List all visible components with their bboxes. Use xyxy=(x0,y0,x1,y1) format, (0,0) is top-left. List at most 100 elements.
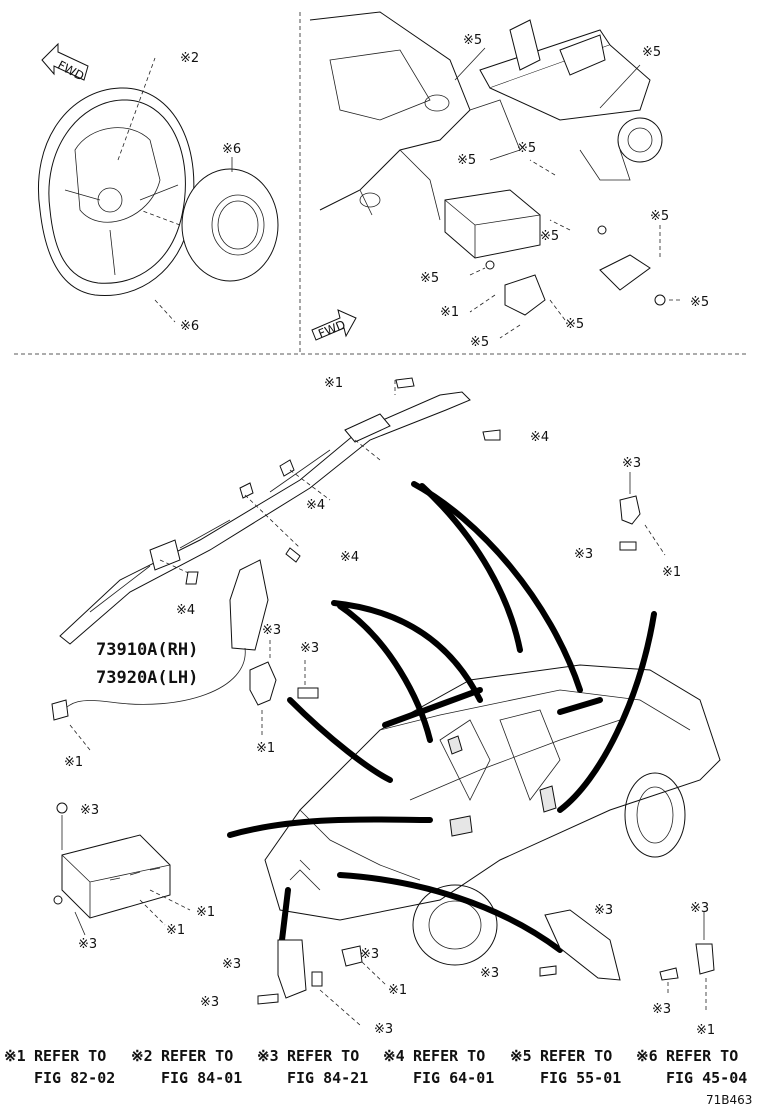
steering-column-mount xyxy=(617,117,663,163)
footer-ref-5: ※5 REFER TO FIG 55-01 xyxy=(510,1047,621,1087)
svg-text:FIG 64-01: FIG 64-01 xyxy=(413,1069,494,1087)
svg-text:FIG 45-04: FIG 45-04 xyxy=(666,1069,747,1087)
label-ref4-d: ※4 xyxy=(176,603,195,618)
svg-text:REFER TO: REFER TO xyxy=(666,1047,738,1065)
steering-spokes xyxy=(64,184,179,276)
side-airbag-module xyxy=(229,559,269,651)
steering-wheel-group: FWD ※2 ※6 ※6 xyxy=(38,42,279,334)
svg-text:FIG 84-01: FIG 84-01 xyxy=(161,1069,242,1087)
label-ref4-c: ※4 xyxy=(340,550,359,565)
footer-ref-6: ※6 REFER TO FIG 45-04 xyxy=(636,1047,747,1087)
center-sensor xyxy=(341,945,363,967)
svg-text:※2: ※2 xyxy=(131,1047,153,1065)
curtain-airbag xyxy=(59,391,471,645)
svg-text:REFER TO: REFER TO xyxy=(161,1047,233,1065)
dashboard-outline xyxy=(309,11,471,211)
passenger-airbag-module xyxy=(444,189,541,259)
steering-wheel-inner-rim xyxy=(48,99,186,284)
footer-ref-4: ※4 REFER TO FIG 64-01 xyxy=(383,1047,494,1087)
label-ref4-a: ※4 xyxy=(530,430,549,445)
fwd-label: FWD xyxy=(55,58,86,84)
steering-wheel-rim xyxy=(38,87,195,297)
airbag-control-unit-group: ※3 ※1 ※1 ※3 xyxy=(53,802,215,952)
sensor-bolt xyxy=(297,687,319,699)
svg-text:※5: ※5 xyxy=(510,1047,532,1065)
footer-ref-3: ※3 REFER TO FIG 84-21 xyxy=(257,1047,368,1087)
label-ref5-a: ※5 xyxy=(463,33,482,48)
bolt-ref4-a xyxy=(482,429,501,441)
side-airbag-connector xyxy=(51,699,69,721)
part-number-lh: 73920A(LH) xyxy=(96,668,198,688)
side-airbag-harness xyxy=(61,647,246,713)
control-unit-nut xyxy=(56,802,68,814)
label-ref3-rs-c: ※3 xyxy=(690,901,709,916)
svg-text:FIG 84-21: FIG 84-21 xyxy=(287,1069,368,1087)
footer-references: ※1 REFER TO FIG 82-02 ※2 REFER TO FIG 84… xyxy=(4,1047,752,1107)
fwd-arrow-topleft: FWD xyxy=(41,42,89,84)
label-ref1-curtain: ※1 xyxy=(324,376,343,391)
label-ref3-acu-a: ※3 xyxy=(80,803,99,818)
label-ref3-cb-b: ※3 xyxy=(360,947,379,962)
bolt-ref4-c xyxy=(185,571,199,585)
label-ref5-i: ※5 xyxy=(690,295,709,310)
label-ref3-cb-c: ※3 xyxy=(200,995,219,1010)
fwd-label-2: FWD xyxy=(316,318,347,341)
thick-leaders xyxy=(227,481,657,953)
front-wheel xyxy=(412,884,498,966)
rear-wheel xyxy=(624,772,686,858)
center-bracket-bolt xyxy=(257,993,279,1005)
label-ref1-top: ※1 xyxy=(440,305,459,320)
rear-sensor-group: ※3 ※3 ※3 ※3 ※1 xyxy=(480,901,715,1038)
svg-text:※3: ※3 xyxy=(257,1047,279,1065)
front-sensor-group: ※3 ※3 ※1 xyxy=(574,456,681,580)
label-ref3-rs-d: ※3 xyxy=(652,1002,671,1017)
label-ref5-h: ※5 xyxy=(565,317,584,332)
svg-text:REFER TO: REFER TO xyxy=(413,1047,485,1065)
vehicle-outline xyxy=(264,664,721,921)
label-ref5-b: ※5 xyxy=(642,45,661,60)
label-ref1-front: ※1 xyxy=(662,565,681,580)
center-bracket-group: ※3 ※3 ※1 ※3 ※3 xyxy=(200,939,407,1037)
seat-rear xyxy=(499,709,561,801)
label-ref5-c: ※5 xyxy=(457,153,476,168)
label-ref5-j: ※5 xyxy=(470,335,489,350)
rear-sensor xyxy=(695,943,715,975)
label-ref6-top: ※6 xyxy=(222,142,241,157)
svg-text:REFER TO: REFER TO xyxy=(540,1047,612,1065)
label-ref4-b: ※4 xyxy=(306,498,325,513)
label-ref5-f: ※5 xyxy=(650,209,669,224)
label-ref5-d: ※5 xyxy=(517,141,536,156)
side-impact-sensor xyxy=(249,661,277,706)
label-ref3-rs-a: ※3 xyxy=(594,903,613,918)
label-ref1-acu-a: ※1 xyxy=(196,905,215,920)
side-airbag-group: 73910A(RH) 73920A(LH) ※1 ※3 ※3 ※1 xyxy=(51,559,319,770)
part-number-rh: 73910A(RH) xyxy=(96,640,198,660)
label-ref3-cb-d: ※3 xyxy=(374,1022,393,1037)
front-sensor-bolt xyxy=(619,541,637,551)
steering-center xyxy=(97,187,123,213)
front-sensor xyxy=(619,495,641,525)
svg-text:※6: ※6 xyxy=(636,1047,658,1065)
svg-text:FIG 55-01: FIG 55-01 xyxy=(540,1069,621,1087)
dashboard-opening xyxy=(329,49,431,121)
label-ref3-front-a: ※3 xyxy=(622,456,641,471)
leader-ref2 xyxy=(117,57,156,161)
label-ref5-g: ※5 xyxy=(420,271,439,286)
label-ref1-acu-b: ※1 xyxy=(166,923,185,938)
fwd-arrow-topright: FWD xyxy=(311,309,357,341)
label-ref5-e: ※5 xyxy=(540,229,559,244)
svg-text:FIG 82-02: FIG 82-02 xyxy=(34,1069,115,1087)
label-ref2: ※2 xyxy=(180,51,199,66)
label-ref3-acu-b: ※3 xyxy=(78,937,97,952)
svg-text:REFER TO: REFER TO xyxy=(34,1047,106,1065)
driver-airbag-module xyxy=(181,168,279,282)
steering-hub xyxy=(74,127,161,223)
bolt-ref4-b xyxy=(285,547,301,563)
svg-text:※1: ※1 xyxy=(4,1047,26,1065)
footer-ref-2: ※2 REFER TO FIG 84-01 xyxy=(131,1047,242,1087)
label-ref1-cb: ※1 xyxy=(388,983,407,998)
seat-front xyxy=(439,719,491,801)
label-ref1-side: ※1 xyxy=(64,755,83,770)
label-ref3-front-b: ※3 xyxy=(574,547,593,562)
